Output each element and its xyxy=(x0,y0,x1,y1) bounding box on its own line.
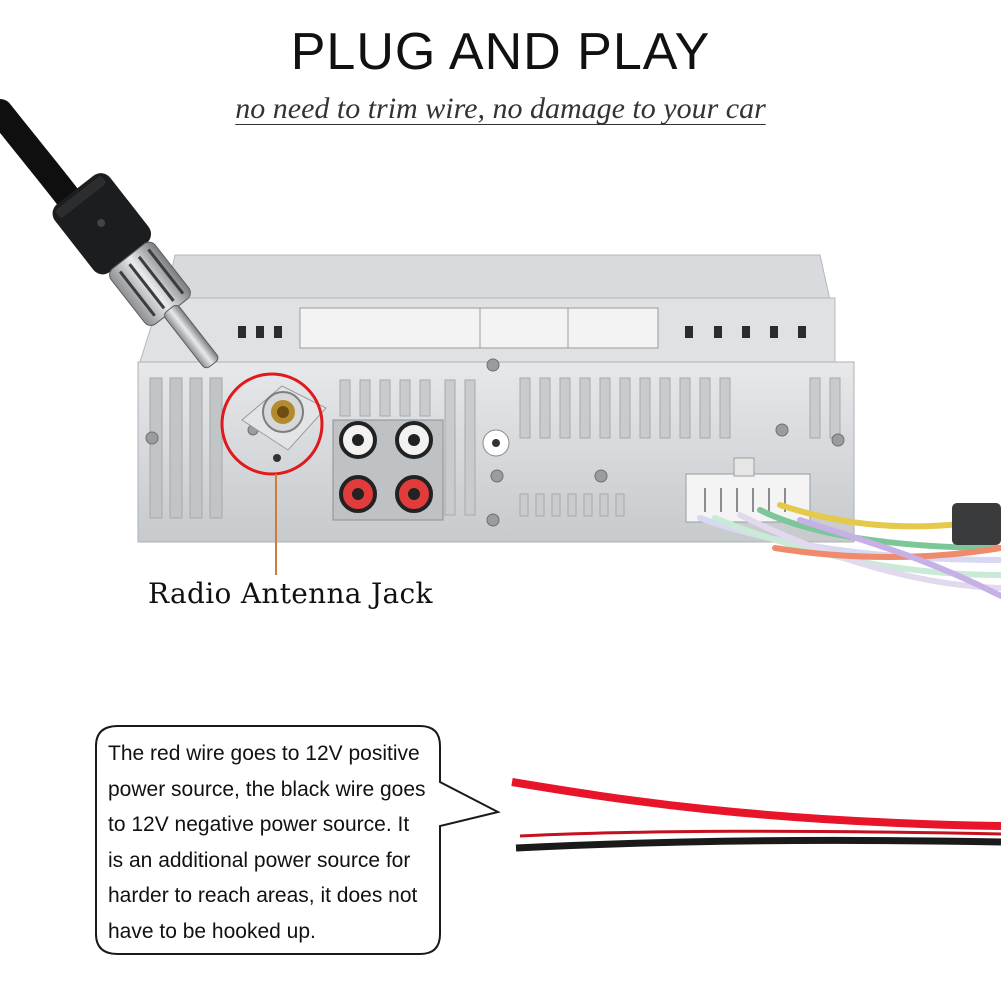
antenna-jack-socket xyxy=(241,385,327,462)
wiring-harness-connector xyxy=(685,473,811,523)
antenna-plug xyxy=(0,99,219,369)
harness-wires xyxy=(697,502,1001,599)
note-line: to 12V negative power source. It xyxy=(108,813,410,836)
subheadline: no need to trim wire, no damage to your … xyxy=(235,92,766,125)
antenna-jack-label: Radio Antenna Jack xyxy=(148,577,433,610)
note-text: The red wire goes to 12V positive power … xyxy=(108,736,438,949)
spec-sticker xyxy=(299,307,659,349)
headline: PLUG AND PLAY xyxy=(290,23,711,81)
note-line: have to be hooked up. xyxy=(108,919,316,943)
harness-plug xyxy=(952,503,1001,545)
note-line: power source, the black wire goes xyxy=(108,777,426,801)
note-line: harder to reach areas, it does not xyxy=(108,884,418,907)
jack-highlight-circle xyxy=(220,372,324,476)
car-radio-unit xyxy=(137,254,1001,599)
power-wire xyxy=(511,778,1001,852)
rca-jacks xyxy=(332,419,444,521)
note-speech-bubble xyxy=(95,725,501,955)
note-line: is an additional power source for xyxy=(108,848,411,872)
note-line: The red wire goes to 12V positive xyxy=(108,742,420,765)
